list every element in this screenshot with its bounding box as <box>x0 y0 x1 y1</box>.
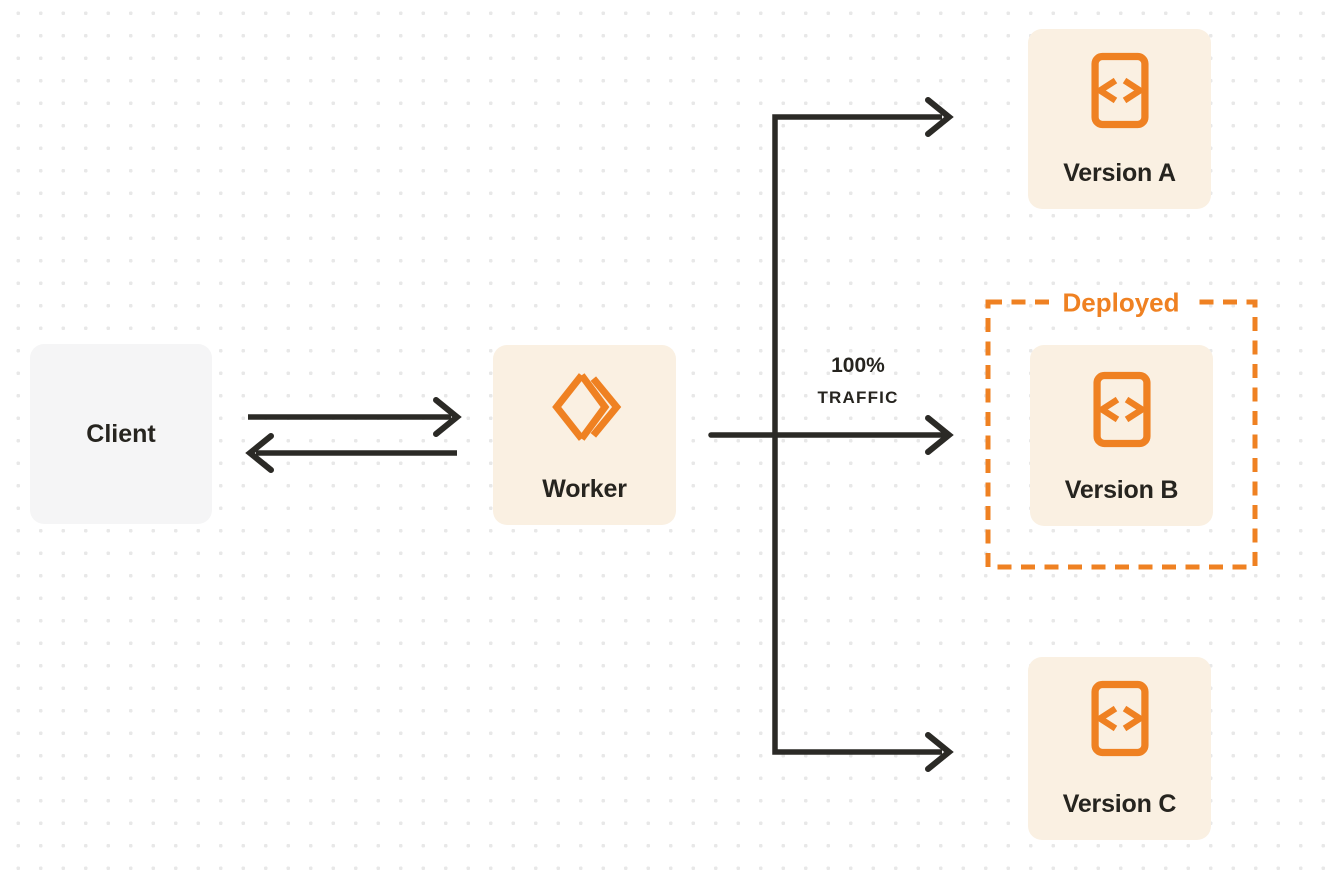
worker-node: Worker <box>493 345 676 525</box>
version-a-node: Version A <box>1028 29 1211 209</box>
code-file-icon <box>1090 680 1149 757</box>
version-c-node-label: Version C <box>1062 790 1177 818</box>
worker-to-version-b-arrow <box>708 415 954 455</box>
client-node-label: Client <box>86 419 156 448</box>
deployed-label: Deployed <box>1050 287 1192 319</box>
version-b-node-label: Version B <box>1064 476 1179 504</box>
client-node: Client <box>30 344 212 524</box>
traffic-word-text: TRAFFIC <box>817 388 899 407</box>
client-to-worker-arrow <box>248 397 462 437</box>
workers-double-chevron-diamond-icon <box>551 373 621 441</box>
version-a-arrowhead <box>925 97 954 137</box>
traffic-annotation: 100% TRAFFIC <box>817 354 898 408</box>
worker-to-client-arrow <box>245 433 457 473</box>
version-b-node: Version B <box>1030 345 1213 526</box>
version-c-arrowhead <box>925 732 954 772</box>
version-c-node: Version C <box>1028 657 1211 840</box>
code-file-icon <box>1090 52 1149 129</box>
version-a-node-label: Version A <box>1063 159 1176 187</box>
code-file-icon <box>1092 371 1151 448</box>
traffic-percent-text: 100% <box>831 354 885 377</box>
worker-node-label: Worker <box>542 475 627 503</box>
traffic-branch-line <box>772 97 954 772</box>
deployed-outline <box>985 299 1258 570</box>
